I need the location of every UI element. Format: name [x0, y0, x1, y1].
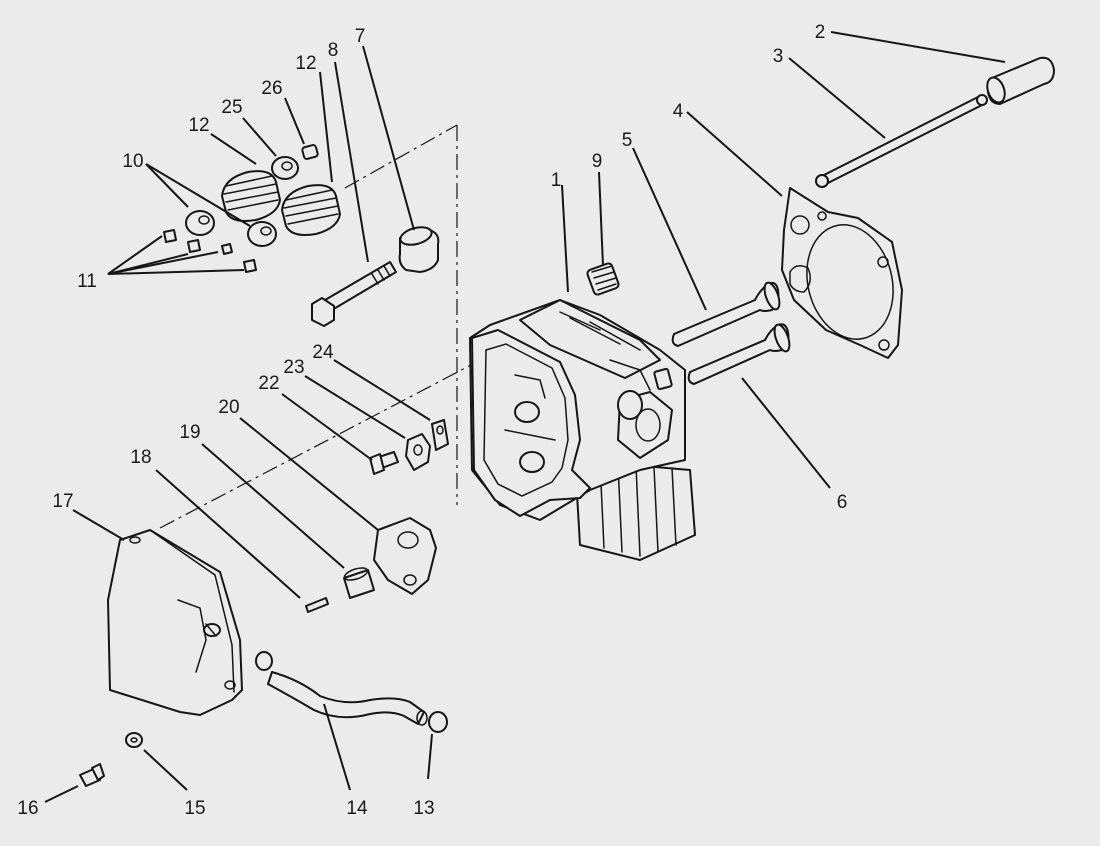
part-2-cap	[986, 56, 1055, 105]
part-9-spring	[586, 262, 620, 296]
callout-10: 10	[122, 151, 143, 172]
part-12-valve-springs	[221, 170, 341, 236]
callout-11: 11	[77, 271, 97, 292]
callout-8: 8	[328, 40, 339, 61]
callout-26: 26	[261, 78, 282, 99]
part-17-valve-cover	[107, 529, 243, 716]
callout-4: 4	[673, 101, 684, 122]
part-22-screw	[369, 451, 399, 475]
part-10-washers	[185, 210, 277, 247]
part-20-breather-plate	[373, 517, 437, 595]
part-5-intake-valve	[671, 281, 781, 347]
callout-25: 25	[221, 97, 242, 118]
part-26-cap	[301, 144, 319, 160]
part-7-guide	[398, 226, 440, 273]
callout-14: 14	[346, 798, 368, 819]
callout-12-left: 12	[188, 115, 209, 136]
callout-18: 18	[130, 447, 151, 468]
callout-22: 22	[258, 373, 279, 394]
part-24-plate	[431, 419, 449, 451]
callout-20: 20	[218, 397, 239, 418]
callout-numbers: 1 2 3 4 5 6 7 8 9 10 11 12 12 13 14 15 1…	[17, 22, 847, 819]
part-14-hose	[267, 671, 428, 726]
part-6-exhaust-valve	[687, 323, 791, 385]
callout-9: 9	[592, 151, 603, 172]
callout-15: 15	[184, 798, 205, 819]
callout-7: 7	[355, 26, 366, 47]
part-3-pushrod	[815, 94, 988, 188]
callout-23: 23	[283, 357, 304, 378]
callout-3: 3	[773, 46, 784, 67]
callout-6: 6	[837, 492, 848, 513]
part-18-screw	[305, 597, 329, 613]
callout-19: 19	[179, 422, 200, 443]
callout-13: 13	[413, 798, 434, 819]
assembly-lines	[159, 124, 491, 529]
callout-17: 17	[52, 491, 73, 512]
part-25-retainer	[271, 156, 299, 180]
part-11-keepers	[163, 229, 257, 273]
part-19-reed-valve	[343, 567, 375, 599]
callout-2: 2	[815, 22, 826, 43]
part-15-washer	[125, 732, 143, 748]
callout-16: 16	[17, 798, 38, 819]
part-8-bolt	[311, 261, 397, 327]
part-16-bolt	[79, 763, 105, 787]
callout-5: 5	[622, 130, 633, 151]
callout-12-right: 12	[295, 53, 316, 74]
callout-1: 1	[551, 170, 562, 191]
part-23-plate	[405, 433, 431, 471]
callout-24: 24	[312, 342, 334, 363]
leader-lines	[44, 31, 1006, 803]
part-4-head-gasket	[781, 187, 903, 359]
part-1-cylinder-head	[469, 299, 696, 561]
part-13-clamps	[255, 651, 448, 733]
